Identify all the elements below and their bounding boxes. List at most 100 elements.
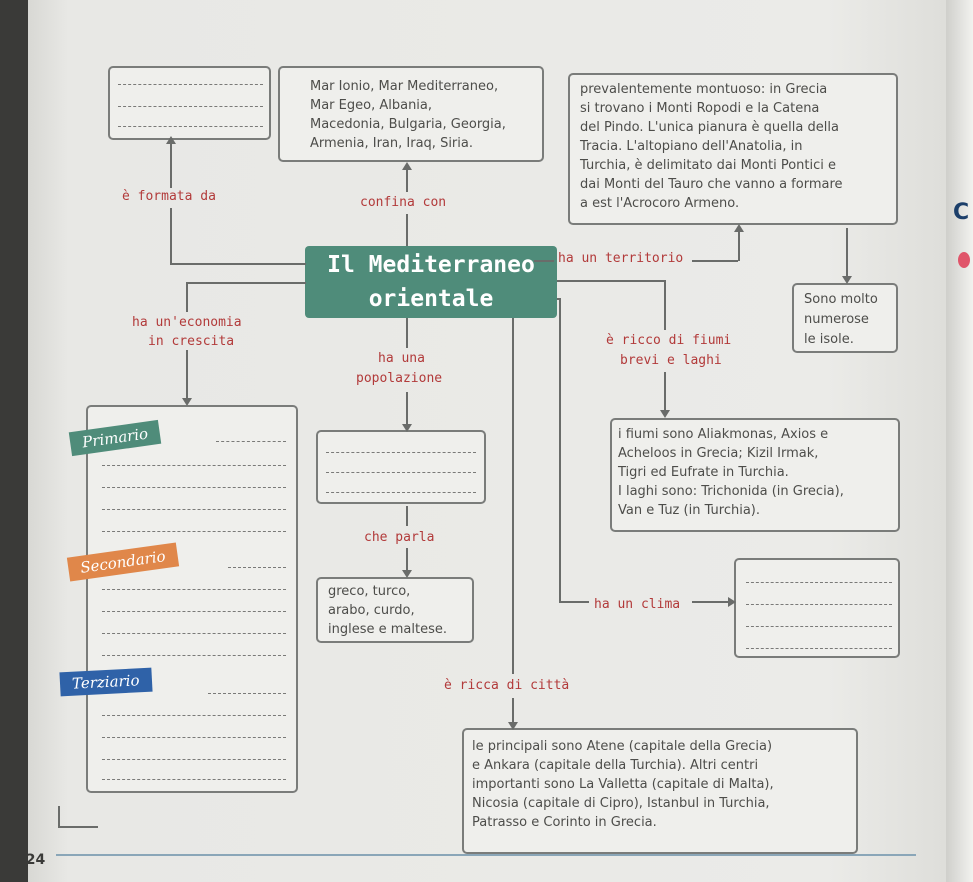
box-line: prevalentemente montuoso: in Grecia — [580, 82, 828, 97]
connector-line — [846, 228, 848, 278]
answer-blank[interactable] — [102, 655, 286, 656]
clima-blank-box — [734, 558, 900, 658]
connector-line — [559, 601, 589, 603]
popolazione-blank-box — [316, 430, 486, 504]
connector-line — [559, 298, 561, 602]
answer-blank[interactable] — [102, 509, 286, 510]
connector-line — [512, 698, 514, 726]
arrow-down-icon — [402, 570, 412, 578]
answer-blank[interactable] — [746, 582, 892, 583]
box-line: Mar Egeo, Albania, — [310, 98, 433, 113]
box-line: importanti sono La Valletta (capitale di… — [472, 777, 774, 792]
central-topic: Il Mediterraneo orientale — [305, 246, 557, 318]
connector-line — [186, 282, 188, 312]
fiumi-box: i fiumi sono Aliakmonas, Axios e Acheloo… — [610, 418, 900, 532]
answer-blank[interactable] — [102, 611, 286, 612]
answer-blank[interactable] — [102, 487, 286, 488]
answer-blank[interactable] — [326, 472, 476, 473]
connector-line — [406, 214, 408, 246]
answer-blank[interactable] — [102, 465, 286, 466]
link-citta: è ricca di città — [444, 678, 570, 693]
answer-blank[interactable] — [118, 84, 263, 85]
arrow-down-icon — [182, 398, 192, 406]
arrow-down-icon — [660, 410, 670, 418]
box-line: Sono molto — [804, 292, 878, 307]
box-line: Patrasso e Corinto in Grecia. — [472, 815, 657, 830]
box-line: greco, turco, — [328, 584, 411, 599]
arrow-down-icon — [508, 722, 518, 730]
connector-line — [58, 826, 98, 828]
box-line: Acheloos in Grecia; Kizil Irmak, — [618, 446, 819, 461]
connector-line — [406, 392, 408, 428]
connector-line — [512, 318, 514, 674]
box-line: inglese e maltese. — [328, 622, 447, 637]
answer-blank[interactable] — [102, 531, 286, 532]
connector-line — [170, 142, 172, 188]
link-popolazione: ha una — [378, 351, 425, 366]
connector-line — [664, 372, 666, 414]
answer-blank[interactable] — [326, 492, 476, 493]
connector-line — [406, 548, 408, 574]
box-line: numerose — [804, 312, 869, 327]
answer-blank[interactable] — [228, 567, 286, 568]
box-line: le principali sono Atene (capitale della… — [472, 739, 773, 754]
box-line: del Pindo. L'unica pianura è quella dell… — [580, 120, 839, 135]
citta-box: le principali sono Atene (capitale della… — [462, 728, 858, 854]
box-line: dai Monti del Tauro che vanno a formare — [580, 177, 843, 192]
box-line: Macedonia, Bulgaria, Georgia, — [310, 117, 506, 132]
confina-box: Mar Ionio, Mar Mediterraneo, Mar Egeo, A… — [278, 66, 544, 162]
answer-blank[interactable] — [216, 441, 286, 442]
answer-blank[interactable] — [102, 715, 286, 716]
connector-line — [692, 601, 732, 603]
box-line: Tigri ed Eufrate in Turchia. — [618, 465, 789, 480]
box-line: arabo, curdo, — [328, 603, 415, 618]
answer-blank[interactable] — [208, 693, 286, 694]
connector-line — [186, 282, 306, 284]
box-line: Van e Tuz (in Turchia). — [618, 503, 761, 518]
answer-blank[interactable] — [746, 648, 892, 649]
connector-line — [406, 166, 408, 192]
title-line-2: orientale — [368, 286, 494, 312]
answer-blank[interactable] — [102, 779, 286, 780]
answer-blank[interactable] — [746, 604, 892, 605]
connector-line — [170, 263, 306, 265]
connector-line — [664, 280, 666, 330]
connector-line — [170, 208, 172, 264]
sector-tag-terziario: Terziario — [59, 667, 153, 697]
box-line: a est l'Acrocoro Armeno. — [580, 196, 740, 211]
box-line: Armenia, Iran, Iraq, Siria. — [310, 136, 473, 151]
box-line: Turchia, è delimitato dai Monti Pontici … — [580, 158, 837, 173]
box-line: Tracia. L'altopiano dell'Anatolia, in — [580, 139, 803, 154]
title-line-1: Il Mediterraneo — [327, 252, 535, 278]
connector-line — [406, 318, 408, 348]
answer-blank[interactable] — [118, 106, 263, 107]
arrow-down-icon — [402, 424, 412, 432]
answer-blank[interactable] — [102, 589, 286, 590]
link-popolazione-2: popolazione — [356, 371, 443, 386]
link-clima: ha un clima — [594, 597, 681, 612]
edge-marker-icon — [958, 252, 970, 268]
connector-line — [692, 260, 738, 262]
box-line: le isole. — [804, 332, 854, 347]
link-confina: confina con — [360, 195, 447, 210]
box-line: I laghi sono: Trichonida (in Grecia), — [618, 484, 844, 499]
answer-blank[interactable] — [118, 126, 263, 127]
answer-blank[interactable] — [746, 626, 892, 627]
answer-blank[interactable] — [102, 759, 286, 760]
page-bottom-rule — [56, 854, 916, 856]
connector-line — [186, 350, 188, 400]
link-fiumi: è ricco di fiumi — [606, 333, 732, 348]
arrow-down-icon — [842, 276, 852, 284]
link-fiumi-2: brevi e laghi — [620, 353, 722, 368]
box-line: i fiumi sono Aliakmonas, Axios e — [618, 427, 829, 442]
arrow-up-icon — [402, 162, 412, 170]
link-economia-2: in crescita — [148, 334, 235, 349]
answer-blank[interactable] — [102, 737, 286, 738]
link-formata: è formata da — [122, 189, 216, 204]
connector-line — [738, 228, 740, 261]
arrow-up-icon — [166, 136, 176, 144]
answer-blank[interactable] — [102, 633, 286, 634]
formata-blank-box — [108, 66, 271, 140]
territorio-box: prevalentemente montuoso: in Grecia si t… — [568, 73, 898, 225]
answer-blank[interactable] — [326, 452, 476, 453]
